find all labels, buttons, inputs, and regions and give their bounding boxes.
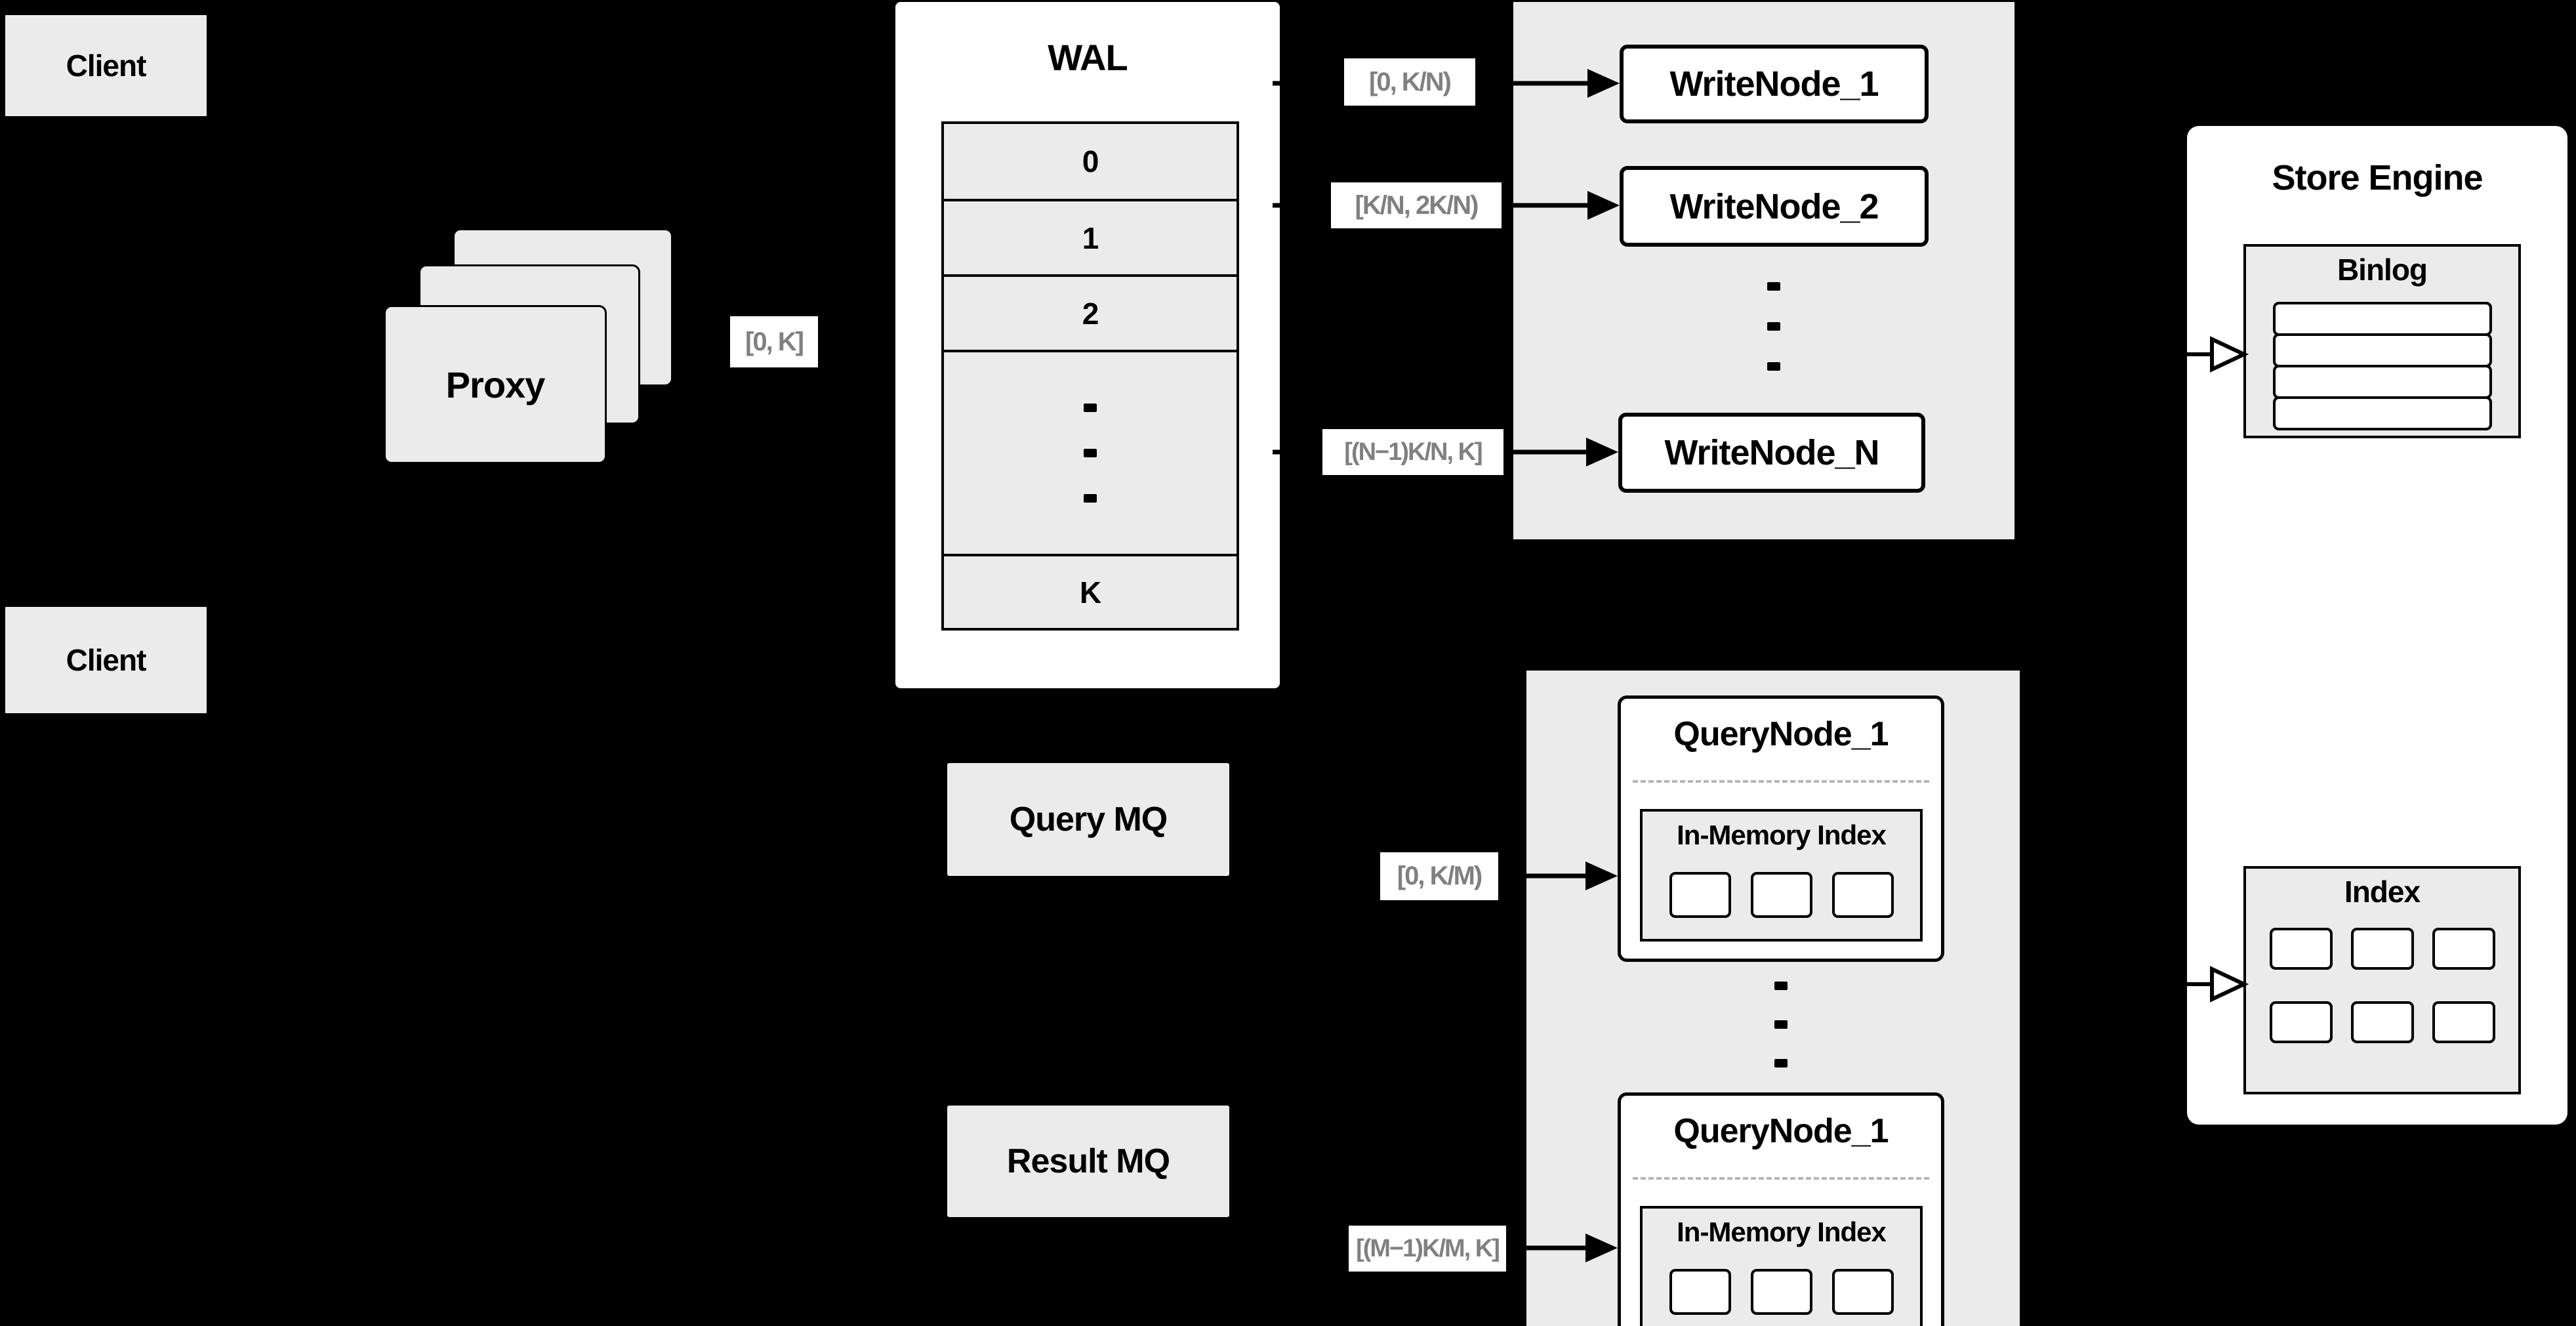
range-chip-wn1: [0, K/N) — [1344, 58, 1475, 106]
ellipsis-dot — [1767, 322, 1780, 331]
index-segment-cell — [1750, 1269, 1812, 1315]
index-cell — [2432, 928, 2495, 970]
result-mq-label: Result MQ — [1006, 1142, 1170, 1180]
ellipsis-dot — [1084, 494, 1097, 503]
range-chip-qn2: [(M−1)K/M, K] — [1349, 1226, 1506, 1272]
index-box: Index — [2243, 866, 2521, 1094]
result-mq-box: Result MQ — [945, 1104, 1231, 1219]
index-cell — [2350, 928, 2414, 970]
query-node-1-title: QueryNode_1 — [1673, 715, 1889, 753]
query-mq-label: Query MQ — [1009, 800, 1168, 839]
ellipsis-dot — [1767, 282, 1780, 291]
store-engine-box: Store Engine Binlog Index — [2187, 126, 2567, 1125]
wal-row-2: 2 — [944, 274, 1237, 350]
store-engine-title: Store Engine — [2272, 158, 2483, 197]
index-title: Index — [2344, 875, 2421, 909]
write-node-n-label: WriteNode_N — [1664, 433, 1879, 472]
client-top-label: Client — [66, 49, 147, 83]
write-node-2-label: WriteNode_2 — [1669, 186, 1879, 226]
binlog-row — [2272, 365, 2492, 399]
index-segment-cell — [1831, 872, 1894, 918]
wal-row-ellipsis — [944, 350, 1237, 554]
query-node-2: QueryNode_1 In-Memory Index — [1618, 1092, 1944, 1326]
binlog-row — [2272, 396, 2492, 430]
in-memory-index-title: In-Memory Index — [1677, 819, 1887, 850]
ellipsis-dot — [1084, 449, 1097, 457]
write-node-1-label: WriteNode_1 — [1669, 64, 1879, 104]
binlog-box: Binlog — [2243, 244, 2521, 438]
wal-box: WAL 0 1 2 K — [895, 2, 1280, 688]
range-chip-wn2: [K/N, 2K/N) — [1331, 182, 1502, 228]
in-memory-index-box: In-Memory Index — [1640, 1206, 1923, 1326]
wal-segment-table: 0 1 2 K — [941, 121, 1239, 631]
wal-row-1: 1 — [944, 199, 1237, 274]
dashed-divider — [1633, 780, 1929, 783]
in-memory-index-box: In-Memory Index — [1640, 809, 1923, 942]
write-node-1: WriteNode_1 — [1620, 45, 1929, 123]
ellipsis-dot — [1774, 1059, 1788, 1067]
in-memory-index-title: In-Memory Index — [1677, 1216, 1887, 1247]
write-node-ellipsis — [1767, 282, 1780, 371]
index-segment-cell — [1669, 872, 1731, 918]
ellipsis-dot — [1767, 362, 1780, 371]
wal-row-0: 0 — [944, 124, 1237, 199]
write-node-n: WriteNode_N — [1618, 413, 1925, 493]
proxy-label: Proxy — [445, 363, 546, 405]
range-chip-wnN: [(N−1)K/N, K] — [1322, 429, 1503, 475]
proxy-box: Proxy — [384, 305, 607, 464]
index-cell — [2269, 1001, 2333, 1043]
query-node-2-title: QueryNode_1 — [1673, 1112, 1889, 1150]
index-segment-cell — [1750, 872, 1812, 918]
index-segment-cell — [1831, 1269, 1894, 1315]
query-node-ellipsis — [1774, 982, 1788, 1067]
client-top-box: Client — [3, 13, 209, 118]
range-chip-proxy-wal: [0, K] — [730, 316, 818, 367]
client-bottom-label: Client — [66, 643, 147, 677]
query-mq-box: Query MQ — [945, 761, 1231, 878]
binlog-title: Binlog — [2337, 253, 2428, 287]
dashed-divider — [1633, 1177, 1929, 1180]
binlog-row — [2272, 333, 2492, 367]
wal-row-K: K — [944, 554, 1237, 628]
index-cell — [2432, 1001, 2495, 1043]
index-segment-cell — [1669, 1269, 1731, 1315]
index-cell — [2350, 1001, 2414, 1043]
index-cell — [2269, 928, 2333, 970]
ellipsis-dot — [1774, 982, 1788, 990]
ellipsis-dot — [1774, 1020, 1788, 1029]
write-node-2: WriteNode_2 — [1620, 166, 1929, 247]
wal-title: WAL — [1048, 37, 1128, 78]
range-chip-qn1: [0, K/M) — [1380, 852, 1498, 900]
binlog-row — [2272, 302, 2492, 336]
ellipsis-dot — [1084, 404, 1097, 412]
client-bottom-box: Client — [3, 605, 209, 715]
query-node-1: QueryNode_1 In-Memory Index — [1618, 695, 1944, 962]
